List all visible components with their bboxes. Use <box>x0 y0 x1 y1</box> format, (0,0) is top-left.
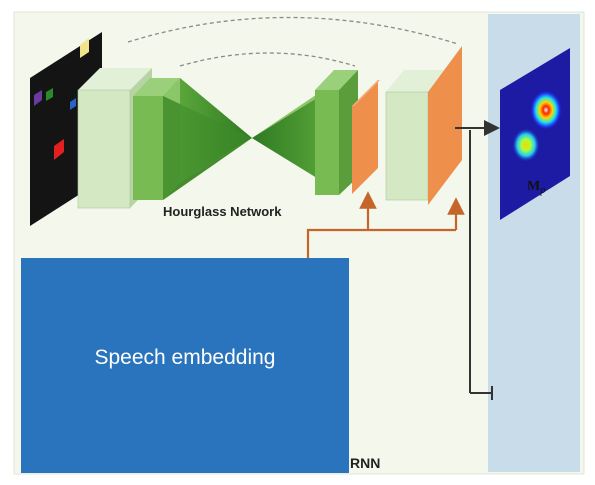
speech-feature-arrows <box>306 191 465 258</box>
heatmap-output <box>500 48 570 220</box>
skip-connection-inner <box>179 52 356 67</box>
hourglass-shape <box>163 72 350 200</box>
speech-embedding-label: Speech embedding <box>94 345 276 369</box>
fusion-block-orange-2 <box>428 46 462 205</box>
output-label: Mp <box>527 179 546 196</box>
rnn-label: RNN <box>350 455 381 471</box>
network-label: Hourglass Network <box>163 204 282 219</box>
rnn-connector <box>469 130 493 400</box>
fusion-block-orange-1 <box>352 80 380 194</box>
decoder-block-green <box>315 70 358 195</box>
skip-connection-outer <box>127 16 459 45</box>
speech-embedding-box: Speech embedding <box>21 258 349 473</box>
